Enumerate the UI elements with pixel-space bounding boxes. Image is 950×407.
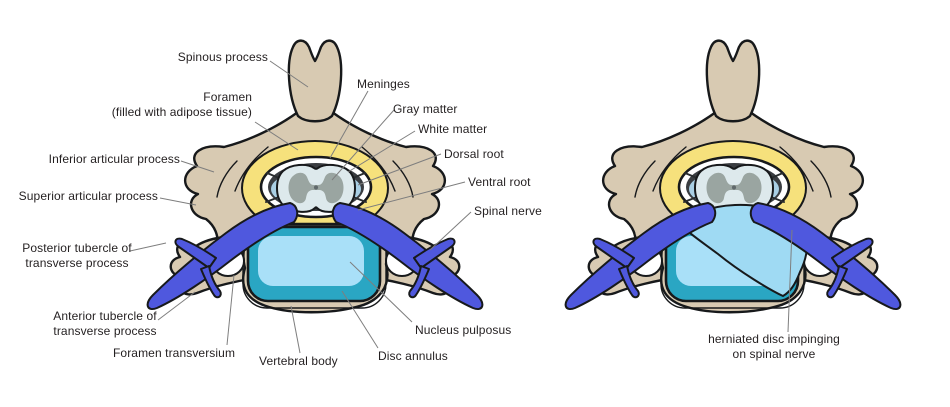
leader-gray-matter — [331, 109, 395, 181]
label-ventral-root: Ventral root — [468, 175, 531, 189]
left-vertebra-normal — [146, 39, 484, 314]
leader-spinous-process — [269, 60, 309, 88]
right-vertebra-herniated — [564, 39, 902, 314]
leader-disc-annulus — [341, 290, 379, 349]
leader-lines — [129, 60, 793, 354]
label-foramen-transversium: Foramen transversium — [113, 346, 236, 360]
label-herniated-disc: herniated disc impinging on spinal nerve — [708, 332, 840, 361]
leader-herniated-disc — [787, 229, 793, 333]
label-anterior-tubercle: Anterior tubercle of transverse process — [53, 309, 157, 338]
label-superior-articular-process: Superior articular process — [18, 189, 158, 203]
label-inferior-articular-process: Inferior articular process — [48, 152, 180, 166]
label-foramen: Foramen (filled with adipose tissue) — [111, 90, 252, 119]
leader-foramen-transversium — [226, 274, 235, 346]
leader-foramen — [254, 121, 299, 151]
leader-ventral-root — [357, 181, 466, 211]
label-disc-annulus: Disc annulus — [378, 349, 448, 363]
label-vertebral-body: Vertebral body — [259, 354, 338, 368]
leader-white-matter — [347, 130, 416, 173]
leader-superior-articular — [159, 197, 197, 206]
leader-posterior-tubercle — [129, 242, 167, 252]
label-white-matter: White matter — [418, 122, 488, 136]
leader-spinal-nerve — [429, 211, 472, 251]
label-spinous-process: Spinous process — [177, 50, 268, 64]
label-posterior-tubercle: Posterior tubercle of transverse process — [22, 241, 132, 270]
label-gray-matter: Gray matter — [393, 102, 458, 116]
leader-dorsal-root — [357, 153, 442, 186]
label-nucleus-pulposus: Nucleus pulposus — [415, 323, 512, 337]
label-dorsal-root: Dorsal root — [444, 147, 504, 161]
label-meninges: Meninges — [357, 77, 410, 91]
leader-meninges — [329, 90, 369, 159]
leader-inferior-articular — [180, 160, 215, 173]
label-spinal-nerve: Spinal nerve — [474, 204, 542, 218]
leader-anterior-tubercle — [157, 291, 196, 321]
leader-vertebral-body — [290, 305, 301, 354]
leader-nucleus-pulposus — [349, 261, 413, 323]
